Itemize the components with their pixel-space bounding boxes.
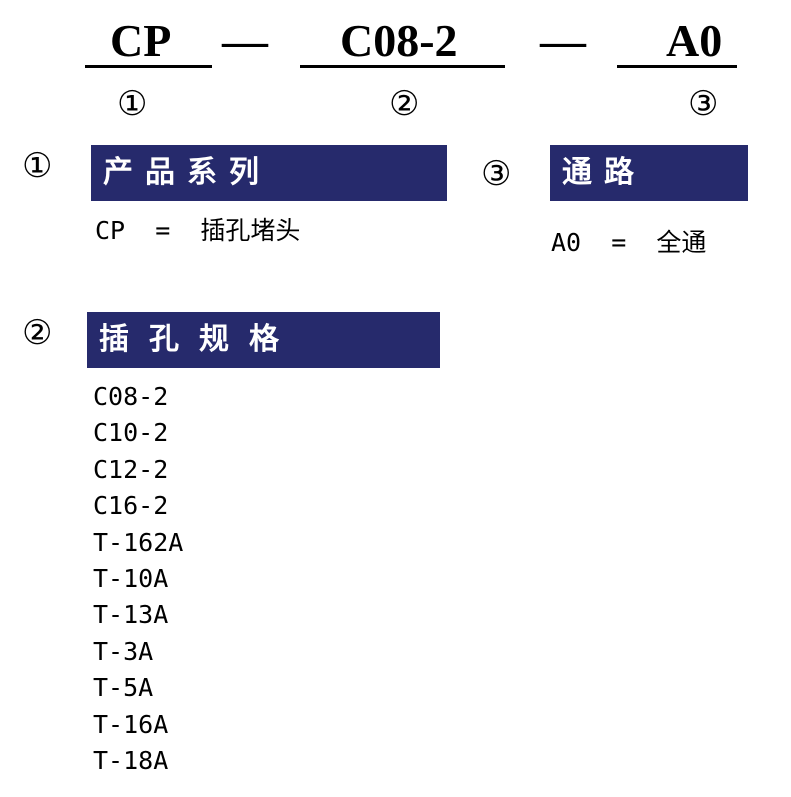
code-segment-series: CP [110, 15, 172, 66]
code-marker-series: ① [117, 84, 148, 124]
code-marker-spec: ② [389, 84, 420, 124]
spec-item: T-162A [93, 527, 184, 557]
series-section-header: 产品系列 [91, 145, 447, 201]
series-section-marker: ① [22, 146, 53, 186]
spec-item: C16-2 [93, 491, 169, 521]
code-marker-channel: ③ [688, 84, 719, 124]
code-segment-channel: A0 [666, 15, 723, 66]
spec-list: C08-2 C10-2 C12-2 C16-2 T-162A T-10A T-1… [93, 382, 183, 782]
spec-item: C08-2 [93, 382, 169, 411]
spec-item: T-5A [93, 673, 154, 703]
spec-item: T-13A [93, 600, 169, 630]
code-underline-channel [617, 65, 737, 68]
spec-section-header: 插孔规格 [87, 312, 440, 368]
channel-section-marker: ③ [481, 154, 512, 194]
spec-item: T-3A [93, 636, 154, 666]
spec-section-marker: ② [22, 313, 53, 353]
spec-item: T-10A [93, 563, 169, 593]
code-separator-1: — [222, 15, 268, 66]
channel-section-header: 通路 [550, 145, 748, 201]
code-segment-spec: C08-2 [340, 15, 458, 66]
spec-item: T-18A [93, 745, 169, 775]
spec-item: C12-2 [93, 454, 169, 484]
spec-item: C10-2 [93, 418, 169, 448]
code-separator-2: — [540, 15, 586, 66]
code-underline-series [85, 65, 212, 68]
series-item: CP = 插孔堵头 [95, 216, 301, 245]
channel-item: A0 = 全通 [551, 228, 707, 257]
spec-item: T-16A [93, 709, 169, 739]
code-underline-spec [300, 65, 505, 68]
